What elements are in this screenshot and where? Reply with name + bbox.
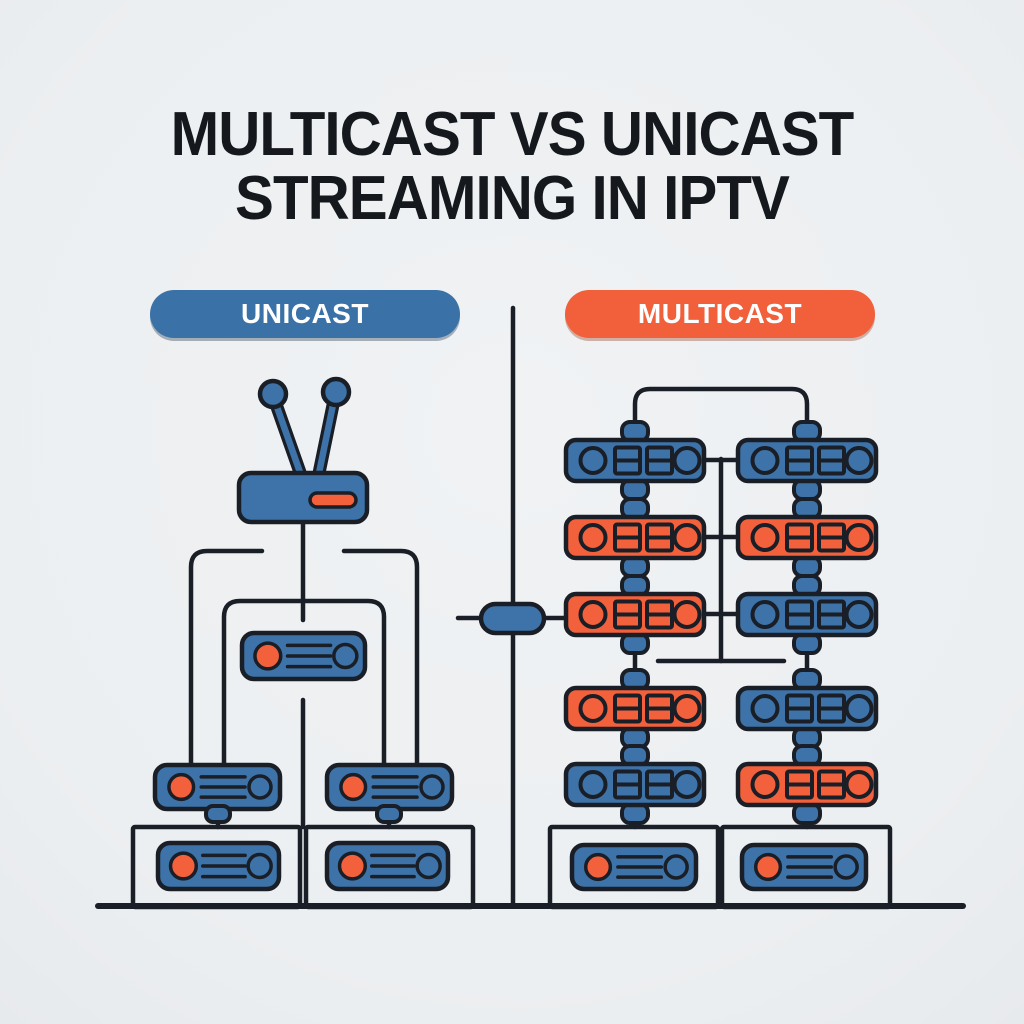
network-switch-icon — [563, 437, 707, 484]
title-line-2: STREAMING IN IPTV — [235, 164, 790, 234]
unicast-badge-label: UNICAST — [241, 298, 369, 329]
set-top-box-icon — [239, 630, 368, 682]
stream-splitter-pill — [478, 601, 547, 636]
set-top-box-icon — [739, 842, 869, 892]
devices-layer — [152, 420, 879, 892]
unicast-badge: UNICAST — [150, 290, 460, 338]
network-switch-icon — [563, 685, 707, 732]
network-switch-icon — [735, 591, 879, 638]
network-switch-icon — [563, 761, 707, 808]
set-top-box-icon — [155, 840, 282, 892]
network-switch-icon — [735, 437, 879, 484]
network-switch-icon — [735, 685, 879, 732]
antenna-right — [314, 401, 337, 482]
wire-inner-bracket — [221, 598, 387, 768]
network-switch-icon — [563, 514, 707, 561]
divider — [455, 305, 570, 908]
wifi-router-icon — [236, 376, 370, 525]
network-switch-icon — [735, 514, 879, 561]
set-top-box-icon — [569, 842, 699, 892]
network-switch-icon — [563, 591, 707, 638]
page-title: MULTICAST VS UNICAST STREAMING IN IPTV — [31, 100, 994, 234]
wire-outer-right — [341, 548, 420, 768]
wire-top-arc — [632, 386, 810, 427]
connector-foot-icon — [204, 804, 232, 824]
wire-outer-left — [188, 548, 265, 768]
title-line-1: MULTICAST VS UNICAST — [170, 100, 855, 169]
router-body — [236, 470, 370, 525]
connector-foot-icon — [375, 804, 403, 824]
set-top-box-icon — [152, 762, 283, 812]
router-indicator — [308, 491, 358, 509]
antenna-left — [273, 403, 306, 482]
antenna-tip-left — [257, 378, 289, 410]
network-switch-icon — [735, 761, 879, 808]
antenna-tip-right — [320, 376, 352, 408]
set-top-box-icon — [324, 840, 451, 892]
set-top-box-icon — [324, 762, 455, 812]
multicast-badge: MULTICAST — [565, 290, 875, 338]
multicast-badge-label: MULTICAST — [637, 298, 803, 329]
